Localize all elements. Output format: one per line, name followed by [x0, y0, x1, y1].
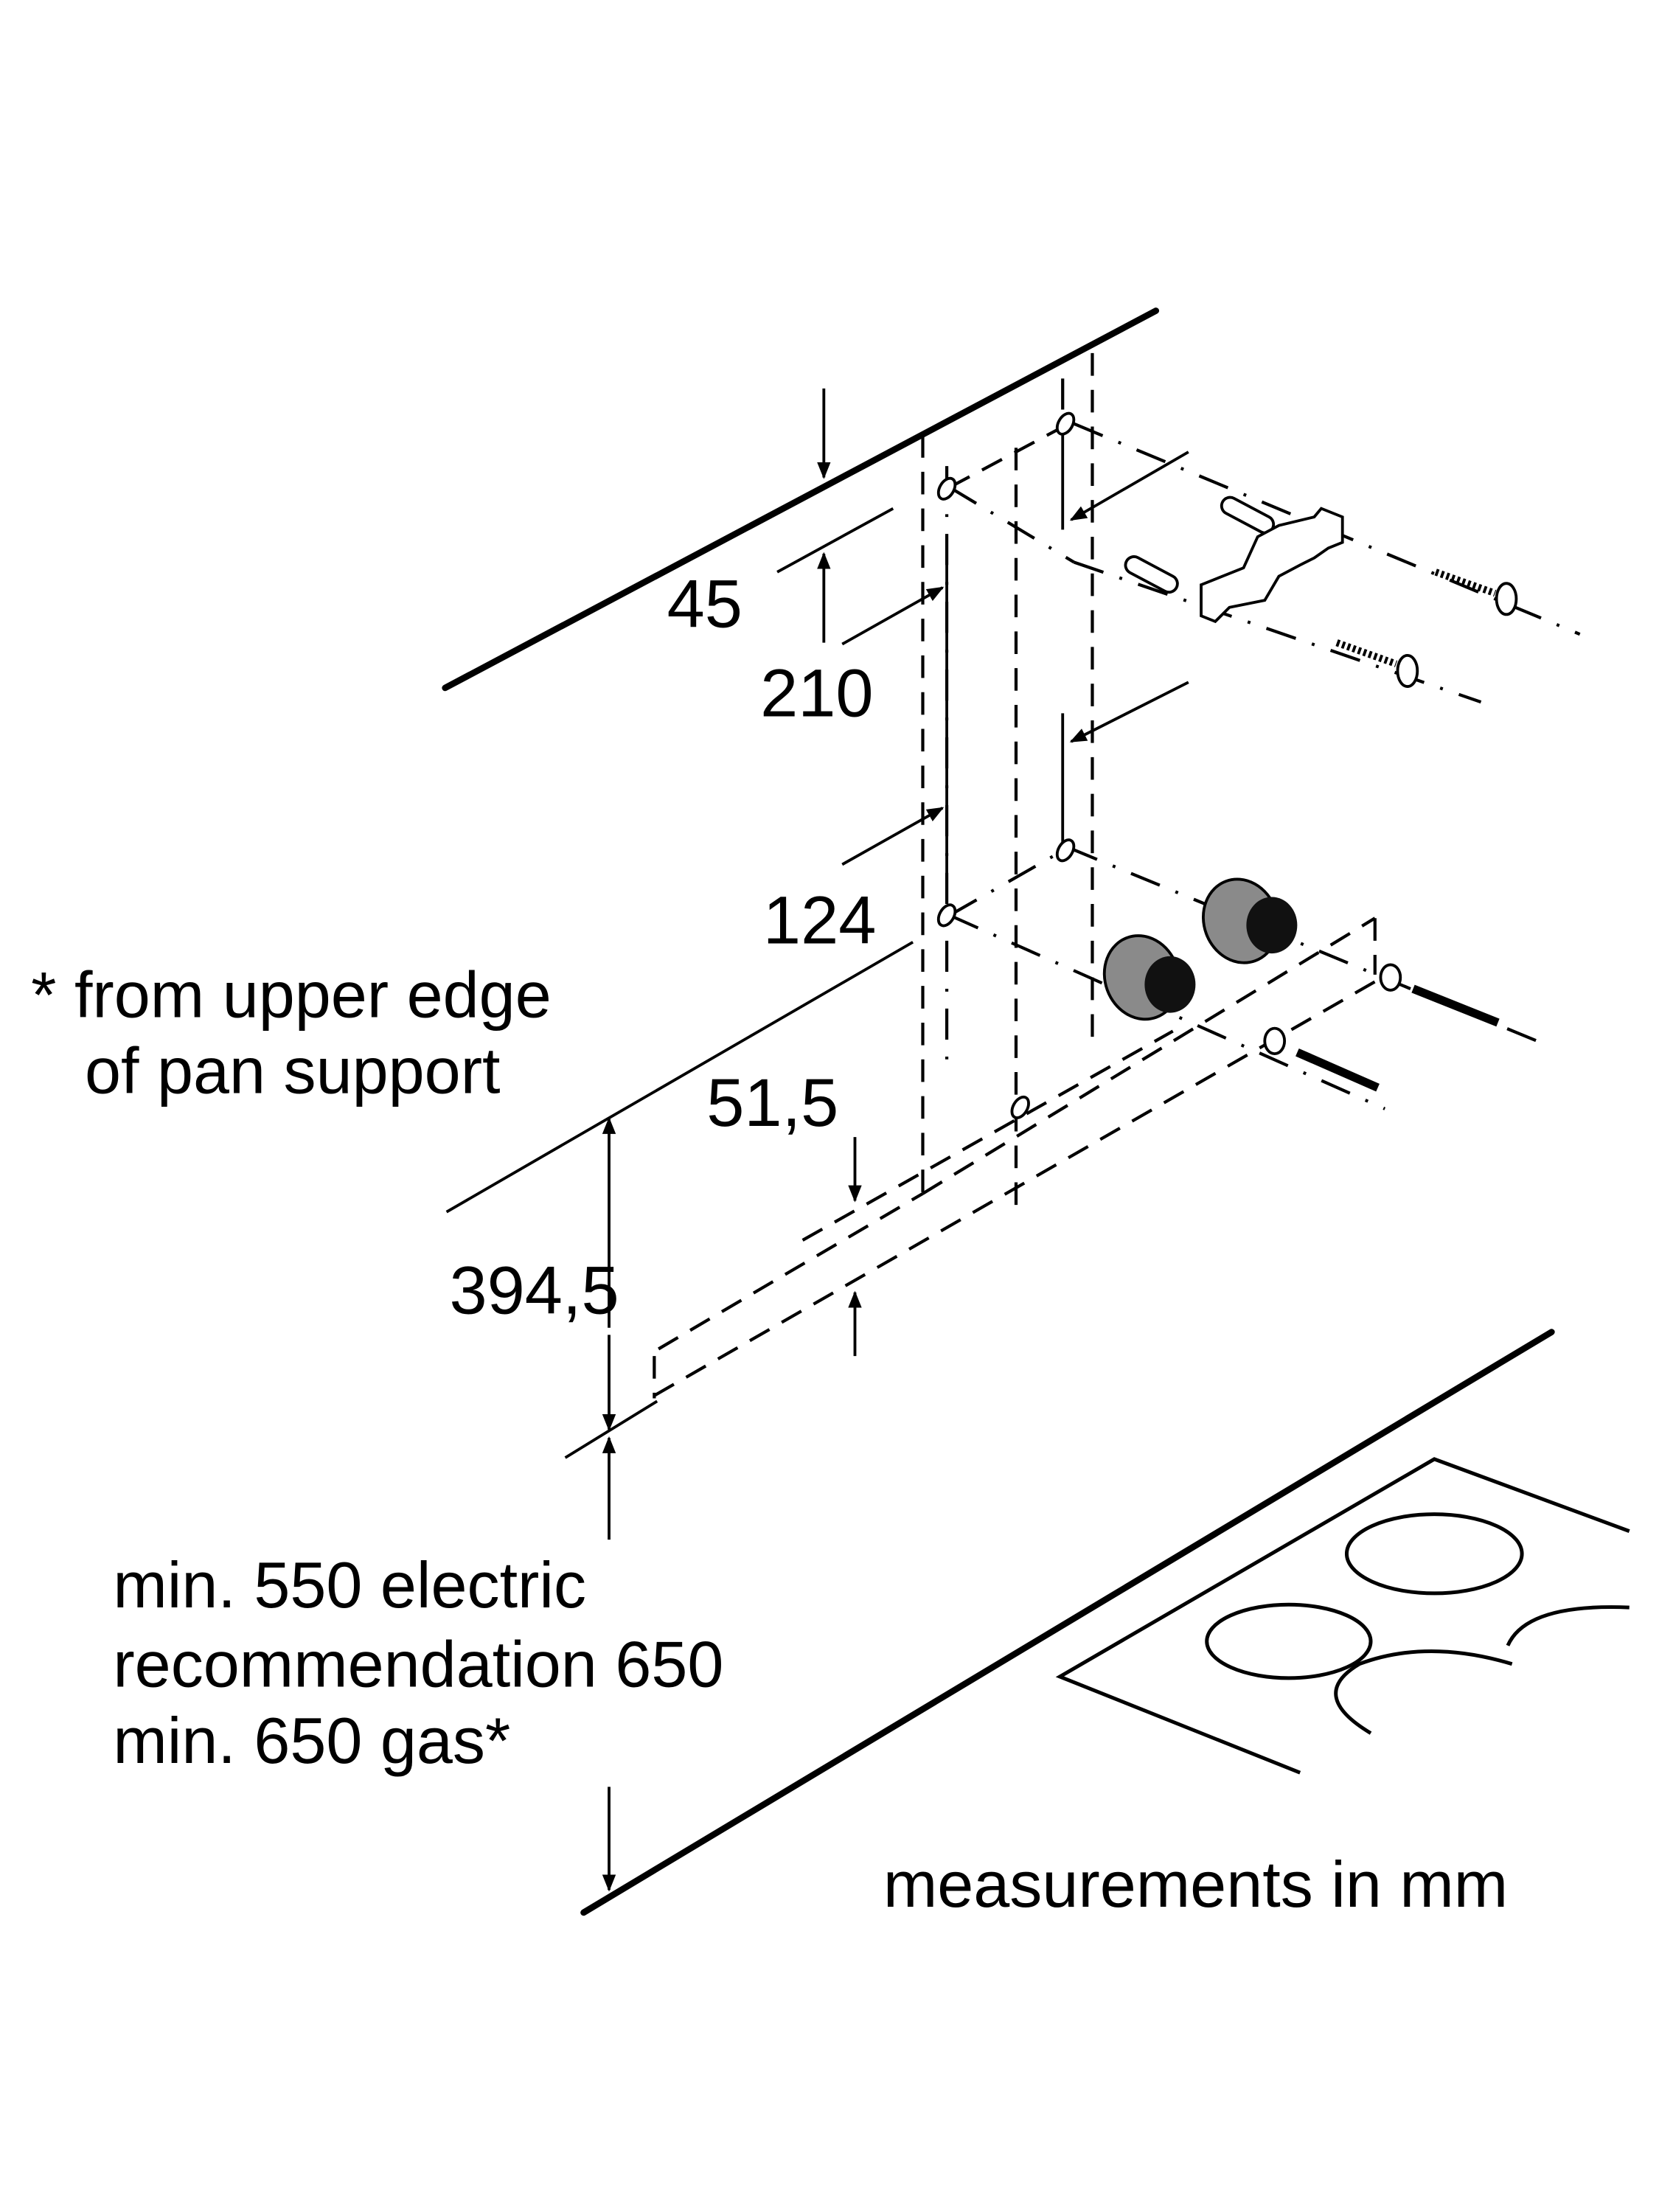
- dimension-51-5-label: 51,5: [706, 1065, 838, 1141]
- hex-screw-icon: [1295, 984, 1500, 1092]
- dimension-394-arrows: [564, 1116, 658, 1892]
- hood-reference-line: [445, 941, 914, 1214]
- chimney-outline: [653, 352, 1581, 1399]
- worktop-line: [580, 1329, 1555, 1916]
- hob-icon: [1055, 1457, 1630, 1775]
- clearance-line-1: min. 550 electric: [113, 1548, 586, 1621]
- wall-bracket-icon: [1200, 507, 1344, 624]
- dimension-394-5-label: 394,5: [449, 1253, 619, 1329]
- units-note: measurements in mm: [883, 1848, 1508, 1921]
- dimension-210-label: 210: [760, 655, 873, 731]
- footnote-line-2: of pan support: [85, 1034, 501, 1107]
- dimension-124-label: 124: [763, 883, 876, 959]
- damper-cylinder-icon: [1102, 877, 1298, 1021]
- clearance-line-2: recommendation 650: [113, 1627, 723, 1700]
- mounting-holes: [936, 411, 1076, 1119]
- washer-icon: [1263, 963, 1402, 1056]
- dimension-210-arrows: [841, 451, 1189, 866]
- dimension-45-arrows: [776, 388, 894, 643]
- wood-screw-icon: [1335, 568, 1518, 688]
- dimension-45-label: 45: [667, 567, 742, 642]
- clearance-line-3: min. 650 gas*: [113, 1704, 510, 1777]
- footnote-line-1: * from upper edge: [31, 958, 552, 1031]
- upper-wall-line: [442, 307, 1160, 692]
